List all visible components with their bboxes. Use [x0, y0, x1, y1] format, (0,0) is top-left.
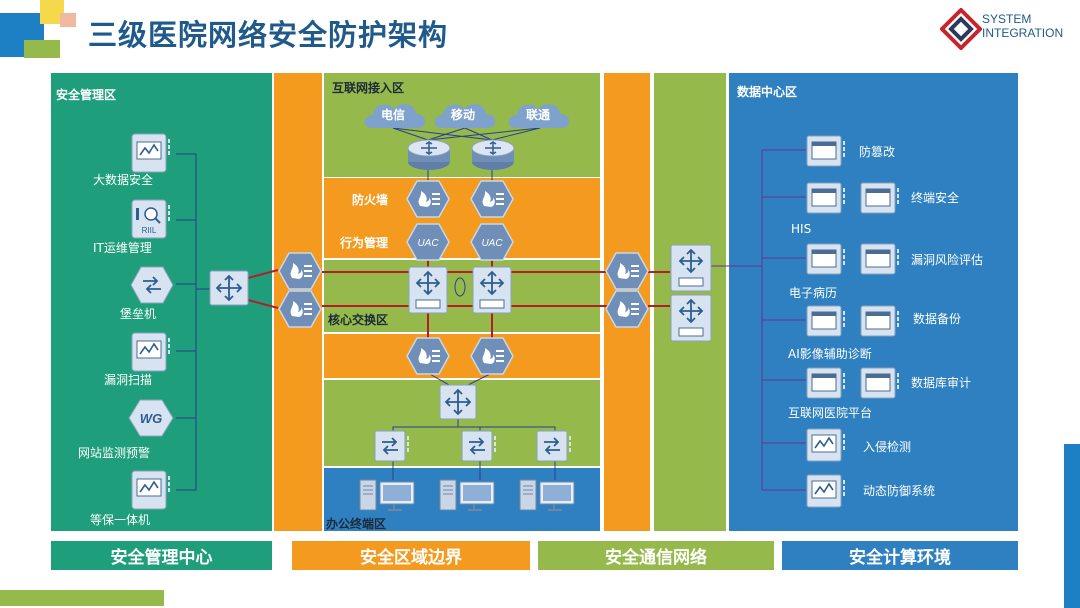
bottom-decor-bar — [0, 590, 164, 606]
pc-monitor-icon-3[interactable] — [518, 478, 578, 514]
access-switch-icon-3[interactable] — [536, 430, 574, 462]
boundary-firewall-left-1-icon[interactable] — [278, 252, 322, 290]
dc-label-data-backup: 数据备份 — [913, 312, 962, 326]
zone-boundary-fw — [324, 178, 600, 258]
bastion-icon[interactable] — [130, 265, 174, 305]
uac-text-2: UAC — [481, 238, 503, 249]
cloud-label-telecom: 电信 — [381, 108, 406, 122]
label-firewall-row: 防火墙 — [352, 193, 389, 207]
agg-switch-icon[interactable] — [439, 384, 477, 420]
logo-icon — [940, 8, 982, 50]
footer-security-mgmt-center: 安全管理中心 — [51, 541, 272, 570]
boundary-firewall-right-1-icon[interactable] — [605, 252, 649, 290]
internet-hospital-icon[interactable] — [806, 367, 848, 399]
footer-secure-comm-network: 安全通信网络 — [538, 541, 774, 570]
router-icon-1[interactable] — [406, 138, 452, 172]
emr-icon[interactable] — [806, 243, 848, 275]
pc-monitor-icon-1[interactable] — [358, 478, 418, 514]
dc-switch-icon-2[interactable] — [670, 294, 712, 342]
zone-label-data-center: 数据中心区 — [737, 85, 798, 99]
cloud-icon-mobile — [434, 104, 496, 128]
core-switch-icon-1[interactable] — [408, 266, 448, 314]
vuln-scan-icon[interactable] — [131, 332, 175, 374]
zone-data-center — [729, 73, 1018, 531]
dc-label-internet-hospital: 互联网医院平台 — [788, 406, 873, 420]
logo-line-2: INTEGRATION — [982, 26, 1064, 40]
ai-imaging-icon[interactable] — [806, 305, 848, 337]
device-label-web-monitor: 网站监测预警 — [78, 446, 151, 460]
device-label-compliance: 等保一体机 — [90, 513, 151, 527]
cloud-label-mobile: 移动 — [451, 108, 476, 122]
pc-monitor-icon-2[interactable] — [438, 478, 498, 514]
dc-label-db-audit: 数据库审计 — [911, 376, 972, 390]
dc-label-intrusion-detection: 入侵检测 — [863, 440, 912, 454]
core-switch-icon-2[interactable] — [472, 266, 512, 314]
cloud-label-unicom: 联通 — [526, 108, 551, 122]
dc-label-emr: 电子病历 — [789, 286, 838, 300]
device-label-big-data: 大数据安全 — [93, 173, 154, 187]
uac-icon-2[interactable]: UAC — [470, 223, 514, 261]
device-label-vuln-scan: 漏洞扫描 — [104, 373, 153, 387]
logo-text: SYSTEM INTEGRATION — [982, 12, 1063, 40]
wg-device-icon[interactable]: WG — [128, 398, 174, 438]
dynamic-defense-icon[interactable] — [806, 474, 848, 508]
uac-text-1: UAC — [417, 238, 439, 249]
dc-label-dynamic-defense: 动态防御系统 — [863, 484, 936, 498]
intrusion-detection-icon[interactable] — [806, 428, 848, 462]
zone-label-core: 核心交换区 — [328, 313, 389, 327]
anti-tamper-icon[interactable] — [806, 135, 848, 167]
boundary-firewall-right-2-icon[interactable] — [605, 290, 649, 328]
cloud-icon-unicom — [508, 104, 570, 128]
logo-line-1: SYSTEM — [982, 12, 1032, 26]
his-icon[interactable] — [806, 182, 848, 214]
db-audit-icon[interactable] — [860, 367, 902, 399]
cloud-icon-telecom — [364, 104, 426, 128]
vuln-assessment-icon[interactable] — [860, 243, 902, 275]
firewall-icon-inner-1[interactable] — [406, 337, 450, 375]
uac-icon-1[interactable]: UAC — [406, 223, 450, 261]
access-switch-icon-1[interactable] — [374, 430, 412, 462]
router-icon-2[interactable] — [470, 138, 516, 172]
access-switch-icon-2[interactable] — [461, 430, 499, 462]
zone-label-internet: 互联网接入区 — [332, 81, 405, 95]
dc-label-anti-tamper: 防篡改 — [859, 145, 896, 159]
right-decor-bar — [1064, 444, 1080, 608]
device-label-bastion: 堡垒机 — [120, 307, 157, 321]
dc-label-his: HIS — [791, 222, 812, 236]
corner-decor — [0, 0, 80, 58]
zone-boundary-core — [324, 334, 600, 378]
label-behavior-row: 行为管理 — [340, 236, 389, 250]
dc-label-terminal-security: 终端安全 — [911, 191, 960, 205]
firewall-icon-inet-1[interactable] — [406, 180, 450, 218]
firewall-icon-inet-2[interactable] — [470, 180, 514, 218]
compliance-appliance-icon[interactable] — [131, 470, 175, 512]
dc-label-ai-imaging: AI影像辅助诊断 — [788, 347, 872, 361]
wg-text: WG — [140, 411, 162, 426]
riil-text: RIIL — [142, 226, 157, 235]
zone-label-security-mgmt: 安全管理区 — [56, 88, 117, 102]
footer-secure-compute-env: 安全计算环境 — [782, 541, 1018, 570]
firewall-icon-inner-2[interactable] — [470, 337, 514, 375]
boundary-firewall-left-2-icon[interactable] — [278, 290, 322, 328]
data-backup-icon[interactable] — [860, 305, 902, 337]
zone-label-office: 办公终端区 — [326, 517, 387, 531]
riil-device-icon[interactable]: RIIL — [131, 199, 175, 241]
terminal-security-icon[interactable] — [860, 182, 902, 214]
big-data-security-icon[interactable] — [131, 133, 175, 175]
dc-switch-icon-1[interactable] — [670, 244, 712, 292]
page-title: 三级医院网络安全防护架构 — [88, 18, 449, 52]
footer-security-boundary: 安全区域边界 — [292, 541, 530, 570]
device-label-it-ops: IT运维管理 — [93, 241, 152, 255]
dc-label-vuln-assessment: 漏洞风险评估 — [911, 253, 984, 267]
mgmt-switch-icon[interactable] — [209, 270, 249, 306]
